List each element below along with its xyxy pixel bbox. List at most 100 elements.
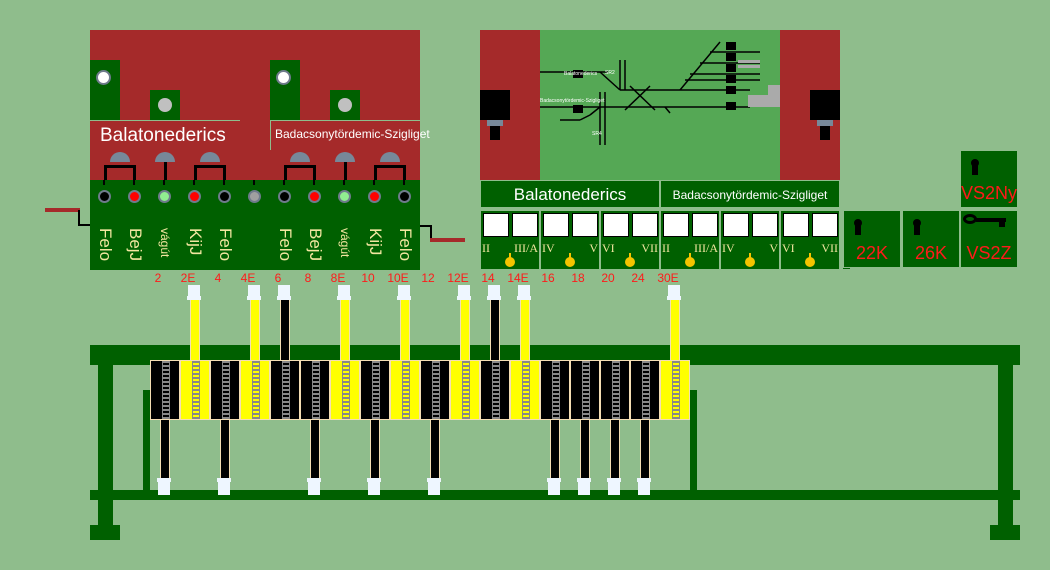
lever-handle-30E[interactable] (670, 298, 680, 360)
lever-grip-bar (187, 296, 201, 300)
track-diagram-svg: Balatonederics Badacsonytördemic-Sziglig… (540, 41, 780, 145)
route-knob[interactable] (505, 253, 515, 267)
lever-handle-4[interactable] (220, 420, 230, 482)
lever-handle-6[interactable] (280, 298, 290, 360)
key-lock-26k[interactable]: 26K (902, 210, 960, 268)
lever-segment-2E[interactable] (180, 360, 210, 420)
lever-grip[interactable] (668, 285, 680, 299)
lever-segment-8E[interactable] (330, 360, 360, 420)
lever-segment-12E[interactable] (450, 360, 480, 420)
lever-handle-8[interactable] (310, 420, 320, 482)
lever-grip[interactable] (278, 285, 290, 299)
lever-handle-12E[interactable] (460, 298, 470, 360)
lever-handle-2E[interactable] (190, 298, 200, 360)
bell-icon[interactable] (335, 152, 355, 162)
lever-chain (162, 361, 170, 419)
frame-inner-right (690, 390, 697, 495)
route-button[interactable] (723, 213, 749, 237)
lever-grip[interactable] (368, 481, 380, 495)
station-diagram[interactable]: Balatonederics Badacsonytördemic-Sziglig… (540, 30, 780, 180)
lever-segment-12[interactable] (420, 360, 450, 420)
route-knob[interactable] (685, 253, 695, 267)
frame-right-post (998, 345, 1013, 535)
route-button[interactable] (632, 213, 658, 237)
lever-grip-bar (427, 478, 441, 482)
key-lock-22k[interactable]: 22K (843, 210, 901, 268)
lever-segment-10[interactable] (360, 360, 390, 420)
lever-handle-14E[interactable] (520, 298, 530, 360)
lever-segment-14[interactable] (480, 360, 510, 420)
lever-grip[interactable] (248, 285, 260, 299)
lever-grip[interactable] (308, 481, 320, 495)
lever-grip[interactable] (428, 481, 440, 495)
route-button[interactable] (603, 213, 629, 237)
signal-block-2[interactable] (150, 90, 180, 120)
lever-segment-2[interactable] (150, 360, 180, 420)
bell-icon[interactable] (290, 152, 310, 162)
route-button[interactable] (572, 213, 598, 237)
lever-segment-16[interactable] (540, 360, 570, 420)
lever-handle-12[interactable] (430, 420, 440, 482)
lever-segment-18[interactable] (570, 360, 600, 420)
lever-handle-14[interactable] (490, 298, 500, 360)
lever-segment-24[interactable] (630, 360, 660, 420)
lever-grip[interactable] (218, 481, 230, 495)
lever-handle-10E[interactable] (400, 298, 410, 360)
lever-number: 12E (447, 271, 469, 285)
route-button[interactable] (483, 213, 509, 237)
bell-icon[interactable] (380, 152, 400, 162)
bell-icon[interactable] (200, 152, 220, 162)
block-stem-left (490, 126, 500, 140)
bell-icon[interactable] (110, 152, 130, 162)
lever-handle-4E[interactable] (250, 298, 260, 360)
lever-segment-20[interactable] (600, 360, 630, 420)
lever-handle-2[interactable] (160, 420, 170, 482)
route-button[interactable] (543, 213, 569, 237)
lever-handle-10[interactable] (370, 420, 380, 482)
lever-segment-6[interactable] (270, 360, 300, 420)
key-lock-vs2ny[interactable]: VS2Ny (960, 150, 1018, 208)
route-button[interactable] (783, 213, 809, 237)
signal-lamp-grey (338, 98, 352, 112)
lever-grip[interactable] (458, 285, 470, 299)
route-knob[interactable] (565, 253, 575, 267)
left-signal-panel (90, 30, 420, 180)
signal-block-4[interactable] (330, 90, 360, 120)
signal-block-3[interactable] (270, 60, 300, 120)
lever-grip[interactable] (548, 481, 560, 495)
lever-chain (462, 361, 470, 419)
signal-block-1[interactable] (90, 60, 120, 120)
route-button[interactable] (512, 213, 538, 237)
route-button[interactable] (692, 213, 718, 237)
lever-segment-10E[interactable] (390, 360, 420, 420)
lever-grip[interactable] (608, 481, 620, 495)
lever-handle-16[interactable] (550, 420, 560, 482)
lever-handle-18[interactable] (580, 420, 590, 482)
route-knob[interactable] (625, 253, 635, 267)
lever-handle-24[interactable] (640, 420, 650, 482)
lever-grip[interactable] (488, 285, 500, 299)
lever-segment-4E[interactable] (240, 360, 270, 420)
lever-grip[interactable] (338, 285, 350, 299)
lever-segment-14E[interactable] (510, 360, 540, 420)
lever-grip[interactable] (188, 285, 200, 299)
lever-grip[interactable] (518, 285, 530, 299)
lever-segment-4[interactable] (210, 360, 240, 420)
lever-segment-30E[interactable] (660, 360, 690, 420)
lever-handle-20[interactable] (610, 420, 620, 482)
lever-handle-8E[interactable] (340, 298, 350, 360)
lever-grip[interactable] (158, 481, 170, 495)
lever-segment-8[interactable] (300, 360, 330, 420)
bell-icon[interactable] (155, 152, 175, 162)
lever-grip[interactable] (638, 481, 650, 495)
key-lock-vs2z[interactable]: VS2Z (960, 210, 1018, 268)
lever-grip[interactable] (578, 481, 590, 495)
route-button[interactable] (812, 213, 838, 237)
lever-grip[interactable] (398, 285, 410, 299)
route-knob[interactable] (805, 253, 815, 267)
signal-label: Felo (276, 228, 295, 262)
route-knob[interactable] (745, 253, 755, 267)
route-button[interactable] (752, 213, 778, 237)
route-button[interactable] (663, 213, 689, 237)
